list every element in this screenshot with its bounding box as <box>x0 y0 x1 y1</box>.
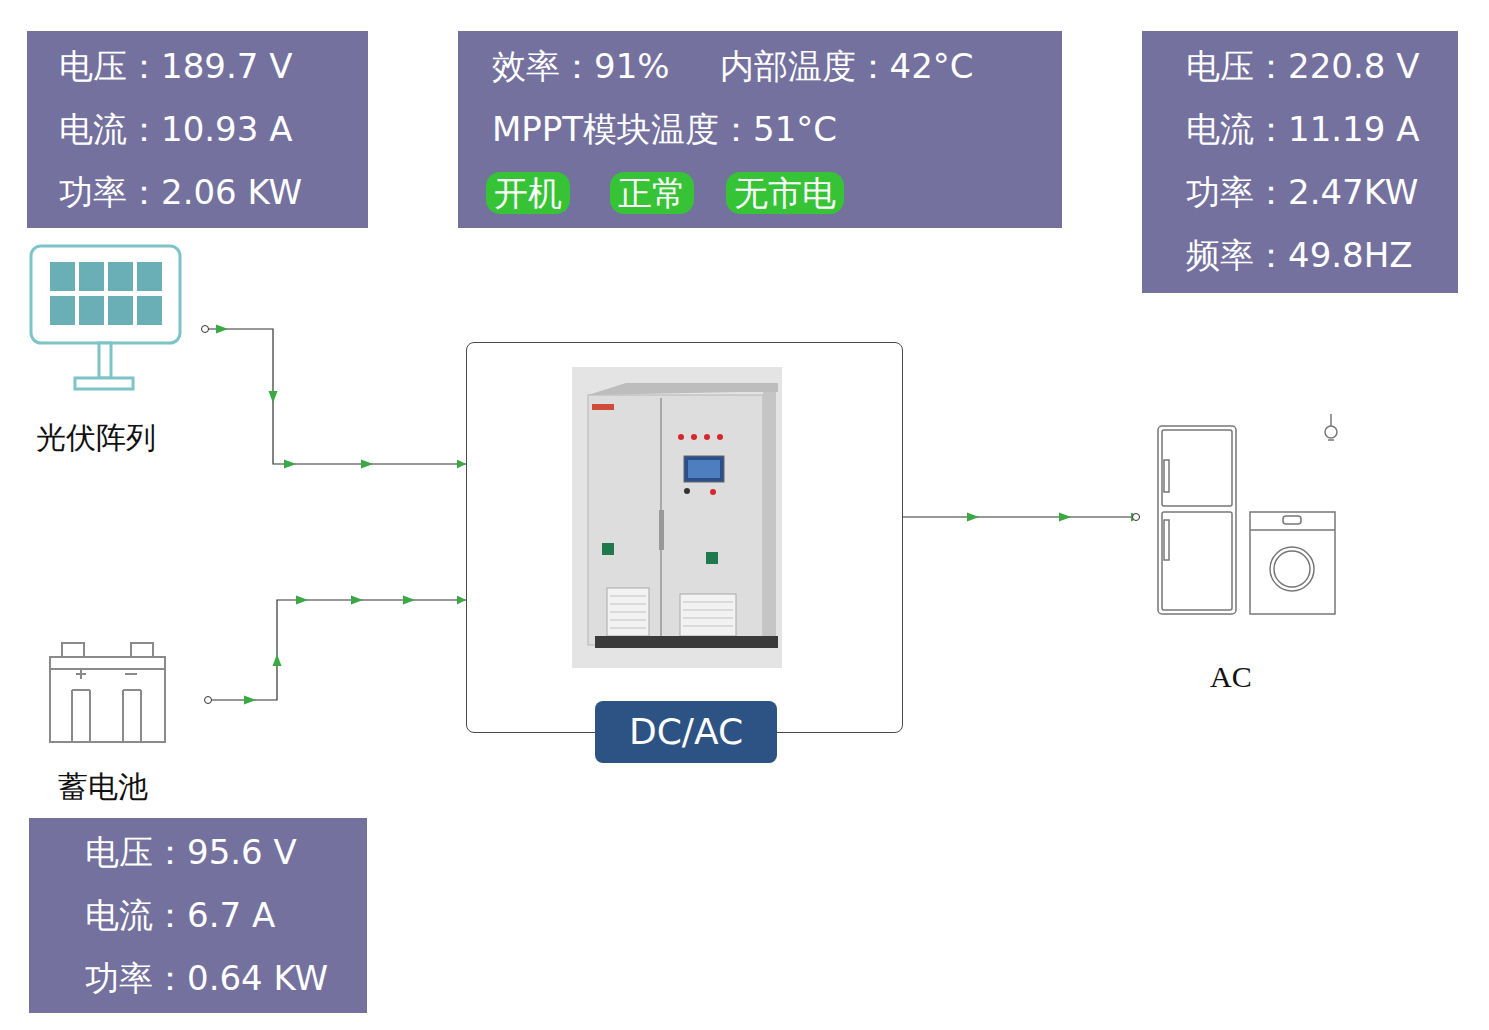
status-label: 正常 <box>618 173 686 213</box>
output-readout-panel: 电压：220.8 V电流：11.19 A功率：2.47KW频率：49.8HZ <box>1142 31 1458 293</box>
readout-value: 电压：220.8 V <box>1186 35 1419 98</box>
status-panel: 效率：91% 内部温度：42°CMPPT模块温度：51°C 开机 正常 无市电 <box>458 31 1062 228</box>
flow-arrow <box>284 460 296 469</box>
readout-value: 功率：0.64 KW <box>85 947 328 1010</box>
inverter-cabinet-picture <box>572 367 782 668</box>
device-label: AC <box>1210 660 1252 694</box>
panel-row: 电流：10.93 A <box>59 98 348 161</box>
panel-row: 电压：220.8 V <box>1186 35 1438 98</box>
ac-load-node: AC <box>1140 410 1355 710</box>
readout-value: 内部温度：42°C <box>720 35 974 98</box>
panel-row: 开机 正常 无市电 <box>492 161 1042 224</box>
readout-value: 频率：49.8HZ <box>1186 224 1413 287</box>
flow-arrow <box>361 460 373 469</box>
flow-arrow <box>269 391 278 403</box>
flow-arrow <box>351 596 363 605</box>
connector-line <box>208 600 466 700</box>
flow-arrow <box>1059 513 1071 522</box>
power-flow-connector <box>202 325 467 469</box>
terminal-dot <box>205 697 212 704</box>
connector-line <box>203 329 466 464</box>
converter-label: DC/AC <box>595 701 777 763</box>
flow-arrow <box>403 596 415 605</box>
panel-row: MPPT模块温度：51°C <box>492 98 1042 161</box>
flow-arrow <box>244 696 256 705</box>
panel-row: 功率：0.64 KW <box>85 947 347 1010</box>
appliance-icons <box>1158 414 1337 614</box>
flow-arrow <box>296 596 308 605</box>
readout-value: 功率：2.47KW <box>1186 161 1418 224</box>
panel-row: 效率：91% 内部温度：42°C <box>492 35 1042 98</box>
readout-value: 电流：10.93 A <box>59 98 292 161</box>
panel-row: 频率：49.8HZ <box>1186 224 1438 287</box>
panel-row: 电压：189.7 V <box>59 35 348 98</box>
device-label: 蓄电池 <box>58 767 148 808</box>
status-pill: 开机 <box>486 172 570 214</box>
terminal-dot <box>202 326 209 333</box>
pv-readout-panel: 电压：189.7 V电流：10.93 A功率：2.06 KW <box>27 31 368 228</box>
status-pill: 正常 <box>610 172 694 214</box>
readout-value: 电流：6.7 A <box>85 884 275 947</box>
flow-arrow <box>216 325 228 334</box>
readout-value: 电流：11.19 A <box>1186 98 1419 161</box>
power-flow-connector <box>903 513 1140 522</box>
battery-node: 蓄电池 <box>40 635 208 810</box>
panel-row: 电流：11.19 A <box>1186 98 1438 161</box>
status-pill: 无市电 <box>726 172 844 214</box>
readout-value: 电压：95.6 V <box>85 821 297 884</box>
panel-row: 电压：95.6 V <box>85 821 347 884</box>
terminal-dot <box>1133 514 1140 521</box>
panel-row: 功率：2.06 KW <box>59 161 348 224</box>
connector-line <box>903 516 1140 517</box>
readout-value: 功率：2.06 KW <box>59 161 302 224</box>
panel-row: 功率：2.47KW <box>1186 161 1438 224</box>
device-label: 光伏阵列 <box>36 418 156 459</box>
power-flow-connector <box>205 596 467 705</box>
pv-array-node: 光伏阵列 <box>20 240 203 465</box>
inverter-box: DC/AC <box>466 342 903 733</box>
flow-arrow <box>967 513 979 522</box>
status-label: 开机 <box>494 173 562 213</box>
status-label: 无市电 <box>734 173 836 213</box>
readout-value: MPPT模块温度：51°C <box>492 98 837 161</box>
readout-value: 效率：91% <box>492 35 670 98</box>
flow-arrow <box>273 654 282 666</box>
solar-panel-icon <box>31 246 180 389</box>
readout-value: 电压：189.7 V <box>59 35 292 98</box>
battery-icon <box>50 643 165 742</box>
battery-readout-panel: 电压：95.6 V电流：6.7 A功率：0.64 KW <box>29 818 367 1013</box>
panel-row: 电流：6.7 A <box>85 884 347 947</box>
